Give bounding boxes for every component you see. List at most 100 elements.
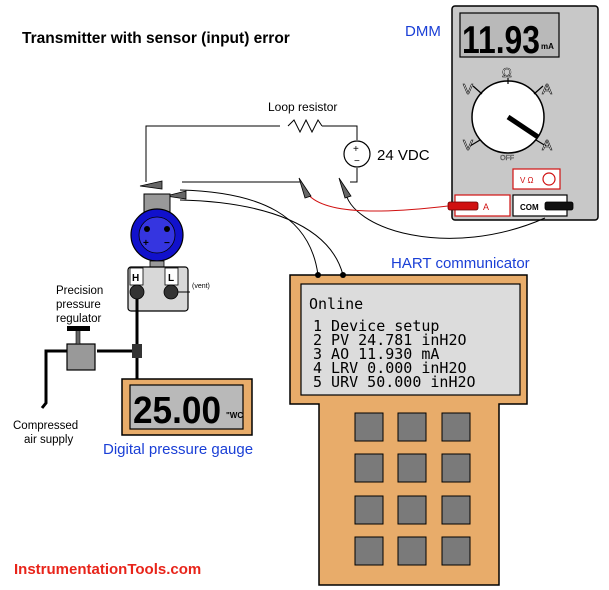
regulator-label-line: Precision — [56, 285, 103, 297]
footer-brand: InstrumentationTools.com — [14, 561, 201, 578]
port-l-label: L — [168, 273, 174, 284]
dmm: DMM 11.93 mA V V Ω A A OFF V Ω A COM — [405, 5, 599, 221]
air-supply-label-line: air supply — [24, 434, 73, 446]
loop-wiring — [145, 118, 546, 276]
terminal-screw — [164, 226, 170, 232]
loop-resistor-label: Loop resistor — [268, 100, 337, 114]
red-test-lead-plug[interactable] — [447, 201, 479, 211]
loop-resistor — [287, 118, 323, 134]
low-port-fitting — [163, 284, 179, 300]
clip-icon — [165, 190, 187, 200]
hart-key[interactable] — [397, 412, 427, 442]
pressure-regulator — [66, 326, 96, 371]
hart-key[interactable] — [441, 495, 471, 525]
dmm-display — [459, 12, 560, 58]
clip-icon — [298, 177, 312, 199]
dial-label-ohm: Ω — [502, 65, 512, 80]
regulator-label-line: regulator — [56, 313, 102, 325]
dc-supply-symbol — [343, 140, 371, 168]
dial-label-v-dc: V — [463, 137, 473, 154]
black-test-lead — [344, 189, 546, 239]
transmitter-stem — [149, 260, 165, 268]
dial-tick — [472, 85, 483, 95]
gauge-reading-unit: "WC — [226, 411, 243, 420]
wire-left-top — [145, 125, 280, 182]
air-supply-label-line: Compressed — [13, 420, 78, 432]
hart-jack — [340, 272, 346, 278]
dmm-reading-unit: mA — [541, 42, 554, 51]
hart-lead-2 — [179, 199, 344, 276]
supply-plus-icon: + — [353, 144, 359, 155]
hart-key[interactable] — [354, 453, 384, 483]
clip-icon — [139, 180, 163, 190]
hart-key[interactable] — [354, 412, 384, 442]
hart-key[interactable] — [397, 495, 427, 525]
dmm-jack-volt-ohm-label: V Ω — [520, 176, 534, 185]
regulator-stem — [75, 329, 81, 345]
tee-fitting — [132, 344, 142, 358]
gauge-label: Digital pressure gauge — [103, 441, 253, 458]
hart-menu-item[interactable]: 1 Device setup — [313, 317, 439, 335]
regulator-label: Precision pressure regulator — [56, 285, 107, 325]
dmm-jack-amp-label: A — [483, 202, 489, 212]
pressure-transmitter: + − H L (vent) — [127, 193, 210, 312]
hart-key[interactable] — [397, 536, 427, 566]
dmm-dial-pointer — [506, 114, 540, 140]
red-test-lead — [304, 189, 449, 212]
dial-tick — [533, 85, 544, 95]
dmm-jack-volt-ohm[interactable] — [512, 168, 561, 190]
terminal-screw — [144, 226, 150, 232]
dial-tick — [469, 139, 481, 147]
supply-minus-icon: − — [354, 156, 360, 167]
diagram-title: Transmitter with sensor (input) error — [22, 30, 290, 47]
pneumatic-tubing — [40, 299, 139, 409]
hart-key[interactable] — [441, 453, 471, 483]
supply-label: 24 VDC — [377, 147, 430, 164]
alligator-clips — [139, 177, 352, 200]
hart-menu-item[interactable]: 5 URV 50.000 inH2O — [313, 373, 476, 391]
hart-screen — [300, 283, 521, 396]
dmm-reading: 11.93 — [462, 19, 540, 62]
dial-label-off: OFF — [500, 155, 514, 162]
regulator-body — [66, 343, 96, 371]
hart-keypad — [354, 412, 471, 566]
clip-icon — [338, 177, 352, 199]
air-supply-label: Compressed air supply — [13, 420, 81, 446]
dial-label-v-ac: V — [463, 81, 473, 98]
black-test-lead-plug[interactable] — [544, 201, 574, 211]
hart-key[interactable] — [397, 453, 427, 483]
hart-key[interactable] — [354, 495, 384, 525]
hart-menu-item[interactable]: 4 LRV 0.000 inH2O — [313, 359, 467, 377]
terminal-minus-icon: − — [164, 238, 170, 249]
high-port-fitting — [129, 284, 145, 300]
hart-screen-status: Online — [309, 295, 363, 313]
hart-key[interactable] — [354, 536, 384, 566]
hart-lead-1 — [179, 189, 319, 276]
hart-key[interactable] — [441, 536, 471, 566]
dmm-jack-com-label: COM — [520, 203, 539, 212]
hart-key[interactable] — [441, 412, 471, 442]
gauge-reading: 25.00 — [133, 390, 221, 432]
wire-supply-to-clip — [350, 168, 358, 183]
hart-label: HART communicator — [391, 255, 530, 272]
tube-air-supply — [40, 349, 68, 409]
hart-menu-item[interactable]: 2 PV 24.781 inH2O — [313, 331, 467, 349]
port-h-label: H — [132, 273, 139, 284]
wire-resistor-to-supply — [322, 125, 358, 140]
regulator-label-line: pressure — [56, 299, 101, 311]
dmm-jack-volt-ohm-socket — [542, 172, 556, 186]
hart-jack — [315, 272, 321, 278]
vent-label: (vent) — [192, 283, 210, 290]
digital-pressure-gauge: 25.00 "WC — [121, 378, 253, 436]
transmitter-terminal-block — [138, 216, 176, 254]
dial-label-a-ac: A — [542, 81, 552, 98]
gauge-display — [129, 384, 244, 430]
dial-label-a-dc: A — [542, 137, 552, 154]
dmm-label: DMM — [405, 23, 441, 40]
regulator-knob[interactable] — [67, 326, 90, 331]
hart-menu-item[interactable]: 3 AO 11.930 mA — [313, 345, 439, 363]
terminal-plus-icon: + — [143, 238, 149, 249]
